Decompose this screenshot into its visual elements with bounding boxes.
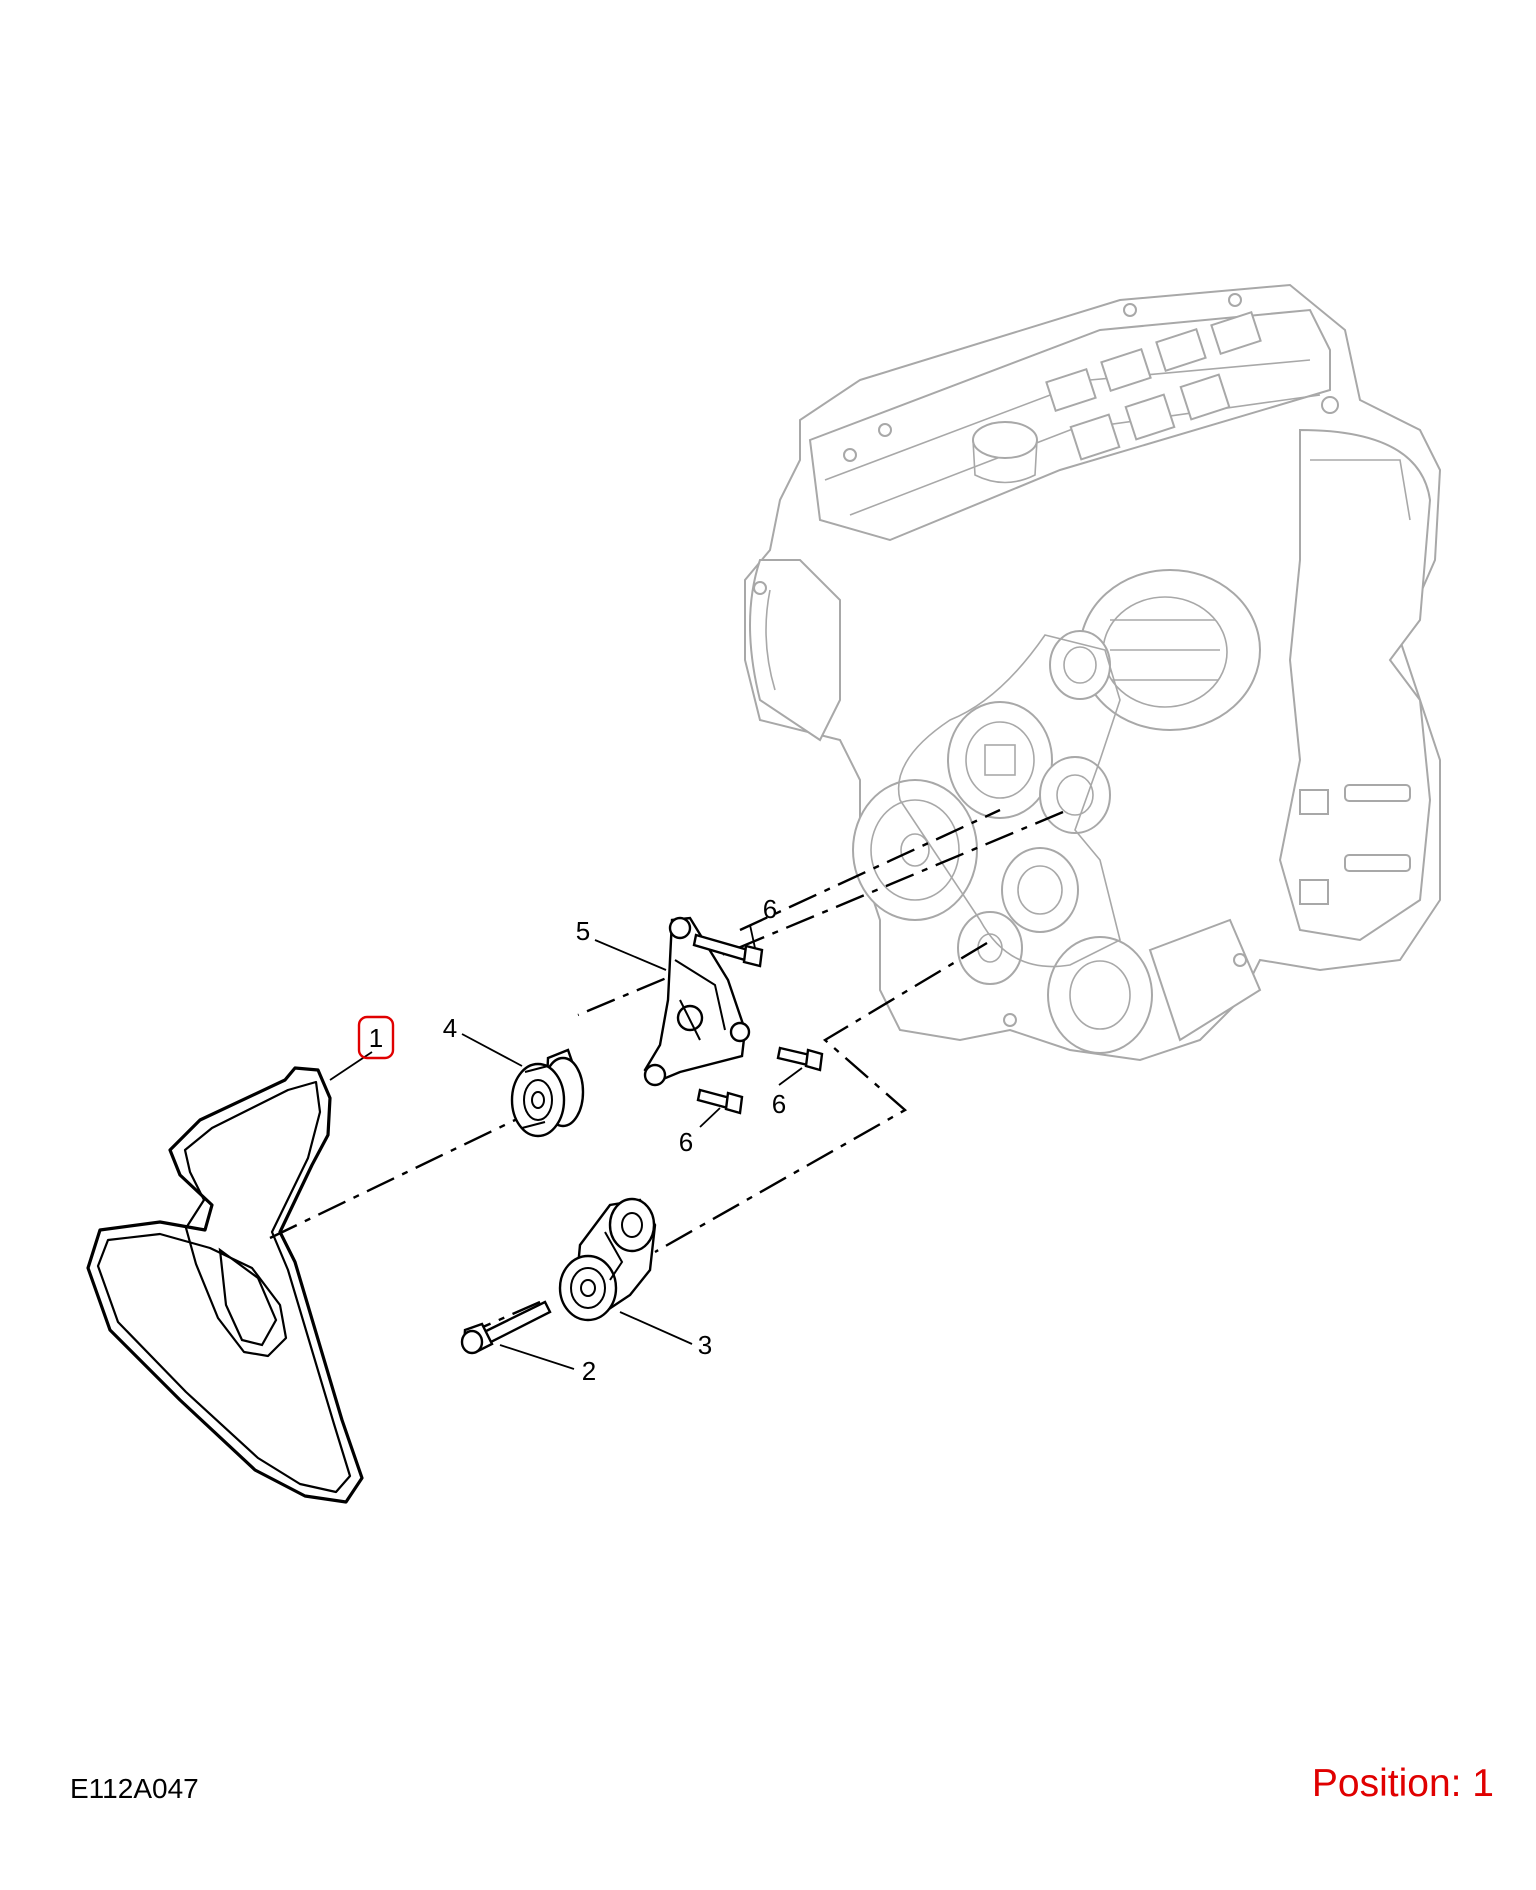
callout-6-top[interactable]: 6 [763, 894, 777, 924]
callout-5[interactable]: 5 [576, 916, 590, 946]
bracket-bolt-top [692, 933, 764, 968]
bracket-bolt-bottom [696, 1088, 744, 1115]
bracket-bolts [692, 933, 824, 1115]
engine-assembly [744, 283, 1442, 1062]
callout-6-right[interactable]: 6 [772, 1089, 786, 1119]
alignment-lines [269, 808, 1064, 1332]
drive-belt [86, 1066, 364, 1504]
callout-4[interactable]: 4 [443, 1013, 457, 1043]
figure-code: E112A047 [70, 1773, 199, 1804]
callout-labels: 1 2 3 4 5 6 6 6 [357, 894, 786, 1386]
callout-3[interactable]: 3 [698, 1330, 712, 1360]
position-indicator: Position: 1 [1311, 1762, 1494, 1805]
callout-2[interactable]: 2 [582, 1356, 596, 1386]
bracket-bolt-right [776, 1046, 824, 1072]
idler-pulley [510, 1048, 585, 1138]
tensioner-bolt [460, 1300, 552, 1355]
callout-1[interactable]: 1 [369, 1023, 383, 1053]
callout-6-bottom[interactable]: 6 [679, 1127, 693, 1157]
mounting-bracket [643, 916, 751, 1087]
callout-highlight-box [357, 1015, 395, 1060]
belt-tensioner [558, 1197, 657, 1322]
